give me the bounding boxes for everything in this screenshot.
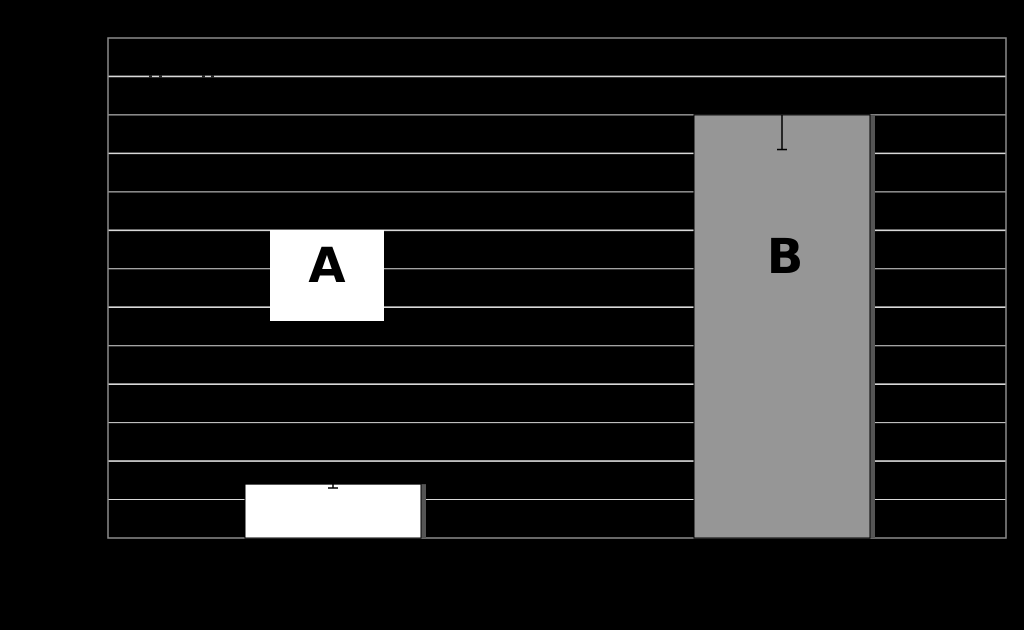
bar-label-A: A xyxy=(270,230,384,321)
legend-marker xyxy=(149,75,152,78)
legend-marker xyxy=(211,75,214,78)
bar-label-A-text: A xyxy=(308,238,345,294)
bar-A xyxy=(244,483,422,539)
legend-marker xyxy=(159,75,162,78)
bar-label-B-text: B xyxy=(767,229,804,285)
plot-area-border xyxy=(107,37,1007,539)
bar-B xyxy=(693,114,871,539)
legend-markers xyxy=(149,75,214,78)
bar-shadow xyxy=(870,114,875,538)
legend-marker xyxy=(202,75,205,78)
bars xyxy=(244,114,875,539)
bar-shadow xyxy=(421,484,426,538)
bar-label-A-box xyxy=(270,230,384,321)
